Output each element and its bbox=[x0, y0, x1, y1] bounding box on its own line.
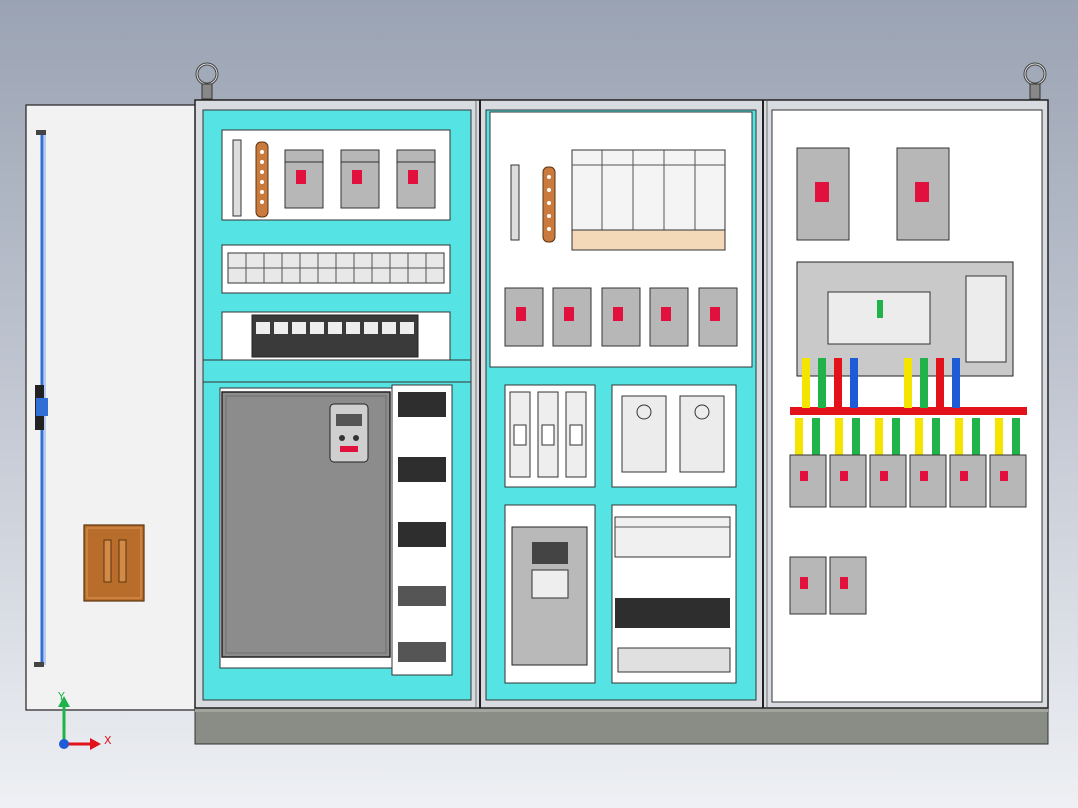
breaker bbox=[869, 454, 907, 508]
power-supply bbox=[679, 395, 725, 473]
x-axis-label: X bbox=[104, 734, 112, 747]
neutral-bar bbox=[510, 164, 520, 241]
breaker bbox=[789, 556, 827, 615]
copper-bar bbox=[255, 141, 269, 218]
section-3 bbox=[771, 109, 1043, 703]
terminal-block bbox=[398, 457, 446, 482]
breaker bbox=[698, 287, 738, 347]
breaker bbox=[829, 454, 867, 508]
axis-triad-icon: Y X bbox=[57, 690, 112, 750]
fuse-holder bbox=[565, 391, 587, 478]
main-switch bbox=[571, 149, 726, 251]
lifting-eye-icon bbox=[195, 62, 219, 100]
breaker bbox=[829, 556, 867, 615]
terminal-block bbox=[398, 522, 446, 547]
terminal-row bbox=[617, 647, 731, 673]
section-1 bbox=[202, 109, 472, 701]
soft-starter bbox=[511, 526, 588, 666]
breaker bbox=[396, 149, 436, 209]
terminal-row bbox=[615, 598, 730, 628]
plc-module bbox=[614, 516, 731, 558]
breaker bbox=[989, 454, 1027, 508]
cabinet-door bbox=[25, 104, 197, 711]
fuse-holder bbox=[509, 391, 531, 478]
terminal-block bbox=[398, 392, 446, 417]
cabinet-base bbox=[194, 705, 1049, 745]
breaker bbox=[601, 287, 641, 347]
breaker bbox=[284, 149, 324, 209]
fuse-holder bbox=[537, 391, 559, 478]
ats-switch bbox=[796, 261, 1014, 377]
relay-row bbox=[251, 314, 419, 358]
door-handle bbox=[83, 524, 145, 602]
breaker bbox=[896, 147, 950, 241]
breaker bbox=[789, 454, 827, 508]
breaker bbox=[949, 454, 987, 508]
busbar-system bbox=[790, 358, 1027, 456]
breaker bbox=[649, 287, 689, 347]
breaker bbox=[340, 149, 380, 209]
terminal-block bbox=[398, 642, 446, 662]
breaker bbox=[552, 287, 592, 347]
terminal-block bbox=[398, 586, 446, 606]
power-supply bbox=[621, 395, 667, 473]
copper-bar bbox=[542, 166, 556, 243]
breaker bbox=[796, 147, 850, 241]
breaker bbox=[504, 287, 544, 347]
y-axis-label: Y bbox=[57, 690, 65, 703]
vfd-drive bbox=[221, 391, 391, 658]
terminal-row bbox=[227, 252, 445, 284]
lifting-eye-icon bbox=[1023, 62, 1047, 100]
breaker bbox=[909, 454, 947, 508]
neutral-bar bbox=[232, 139, 242, 217]
section-2 bbox=[485, 109, 757, 701]
